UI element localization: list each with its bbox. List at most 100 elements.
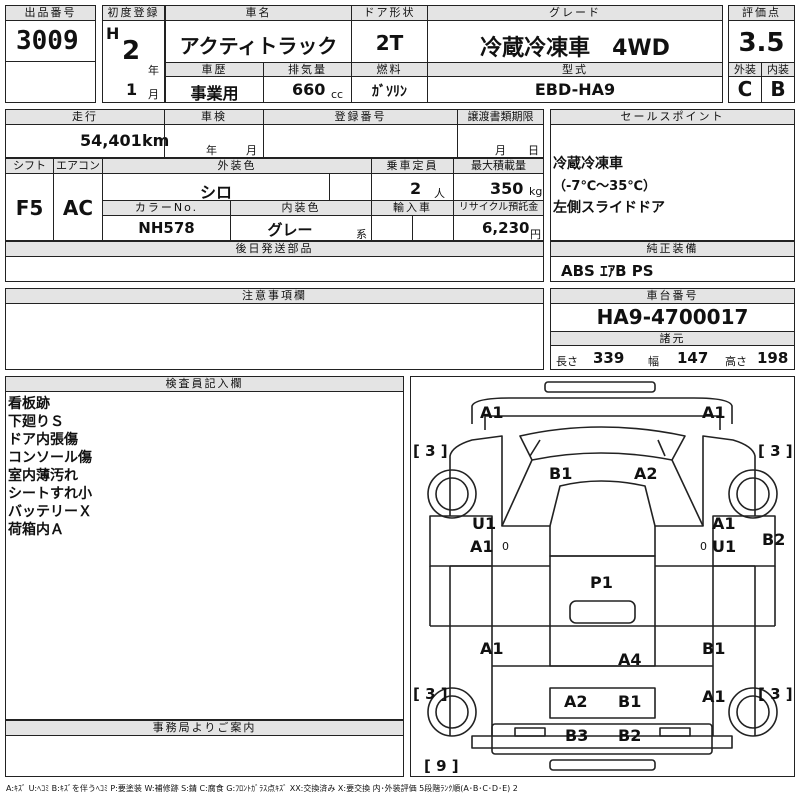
equipment-label: 純正装備 — [550, 241, 795, 257]
displacement-unit: cc — [331, 88, 344, 101]
rear-plate-2 — [659, 727, 691, 737]
int-color-label: 内装色 — [230, 200, 372, 216]
ac-value: AC — [62, 196, 94, 220]
recycle-value: 6,230 — [482, 219, 530, 237]
car-name: アクティトラック — [179, 34, 338, 58]
sales-cell — [550, 124, 795, 241]
mark-rear-left: A1 — [480, 639, 504, 658]
inspector-line: シートすれ小 — [8, 486, 92, 502]
mileage-unit: km — [142, 131, 170, 150]
fuel-label: 燃料 — [351, 62, 428, 77]
cab-roof — [501, 459, 704, 527]
ac-label: エアコン — [53, 158, 103, 174]
mileage-value: 54,401 — [80, 131, 142, 150]
specs-cell — [550, 345, 795, 370]
month-unit: 月 — [148, 88, 159, 101]
capacity-label: 乗車定員 — [371, 158, 454, 174]
later-parts-label: 後日発送部品 — [5, 241, 544, 257]
displacement-label: 排気量 — [263, 62, 352, 77]
grade-value: 冷蔵冷凍車 4WD — [480, 36, 670, 61]
rear-plate — [514, 727, 546, 737]
int-color-unit: 系 — [356, 228, 367, 241]
model-value: EBD-HA9 — [534, 80, 616, 99]
inspector-line: バッテリーＸ — [8, 504, 92, 520]
bracket-front-left: [ 3 ] — [413, 442, 448, 460]
mark-bumper-b3: B3 — [565, 726, 589, 745]
lot-number: 3009 — [16, 26, 79, 56]
interior-grade: B — [770, 77, 786, 101]
color-no-label: カラーNo. — [102, 200, 231, 216]
rear-bumper — [491, 723, 713, 755]
inspector-line: 室内薄汚れ — [8, 468, 78, 484]
interior-cell — [761, 76, 795, 103]
inspection-year-unit: 年 — [206, 144, 217, 157]
exterior-grade: C — [737, 77, 753, 101]
mark-rear-right-b: B1 — [702, 639, 726, 658]
notes-cell — [5, 303, 544, 370]
mark-right-door-a: A1 — [712, 514, 736, 533]
rear-bumper-strip — [549, 759, 656, 771]
sales-line-3: 左側スライドドア — [553, 200, 665, 216]
mark-rear-right-a: A1 — [702, 687, 726, 706]
inspection-label: 車検 — [164, 109, 264, 125]
load-unit: kg — [529, 185, 543, 198]
inspector-line: 看板跡 — [8, 396, 50, 412]
office-label: 事務局よりご案内 — [5, 720, 404, 736]
model-cell — [427, 76, 723, 103]
diagram-frame — [410, 376, 795, 777]
mark-rear-center: A4 — [618, 650, 642, 669]
inspector-notes: 看板跡 下廻りＳ ドア内張傷 コンソール傷 室内薄汚れ シートすれ小 バッテリー… — [8, 395, 92, 539]
mark-pillar-right: 0 — [700, 540, 707, 553]
recycle-unit: 円 — [530, 228, 541, 241]
score-value: 3.5 — [738, 28, 785, 58]
rear-left-wheel — [427, 687, 477, 737]
score-label: 評価点 — [728, 5, 795, 21]
height-value: 198 — [757, 349, 789, 367]
length-label: 長さ — [556, 355, 578, 368]
mark-bed: P1 — [590, 573, 613, 592]
recycle-cell — [453, 215, 544, 241]
cab-back — [549, 526, 656, 557]
bed-rails — [429, 566, 776, 626]
load-label: 最大積載量 — [453, 158, 544, 174]
transfer-label: 譲渡書類期限 — [457, 109, 544, 125]
tail-panel — [549, 687, 656, 719]
import-label: 輸入車 — [371, 200, 454, 216]
model-label: 型式 — [427, 62, 723, 77]
roof-lines — [529, 439, 666, 457]
bracket-rear-right: [ 3 ] — [758, 685, 793, 703]
inspector-line: コンソール傷 — [8, 450, 92, 466]
inspector-line: ドア内張傷 — [8, 432, 78, 448]
front-bumper-strip — [544, 381, 656, 393]
exterior-label: 外装 — [728, 62, 762, 77]
front-left-wheel — [427, 469, 477, 519]
displacement-value: 660 — [292, 80, 326, 99]
capacity-unit: 人 — [434, 187, 445, 200]
first-reg-label: 初度登録 — [102, 5, 165, 21]
mileage-label: 走行 — [5, 109, 165, 125]
fuel-type: ｶﾞｿﾘﾝ — [372, 84, 407, 100]
ext-color-value: シロ — [199, 183, 232, 202]
shift-value: F5 — [15, 196, 44, 220]
grade-label: グレード — [427, 5, 723, 21]
ext-color-extra — [329, 173, 372, 201]
left-cab — [449, 435, 503, 526]
ext-color-label: 外装色 — [102, 158, 372, 174]
transfer-month-unit: 月 — [495, 144, 506, 157]
shift-label: シフト — [5, 158, 54, 174]
bracket-spare: [ 9 ] — [424, 757, 459, 775]
mark-hood-right: A2 — [634, 464, 658, 483]
year-unit: 年 — [148, 64, 159, 77]
mark-front-right: A1 — [702, 403, 726, 422]
bed-right — [712, 566, 756, 736]
later-parts-cell — [5, 256, 544, 282]
mark-bumper-b2: B2 — [618, 726, 642, 745]
import-cell-2 — [412, 215, 454, 241]
length-value: 339 — [593, 349, 625, 367]
width-value: 147 — [677, 349, 709, 367]
equipment-value: ABS ｴｱB PS — [561, 262, 654, 280]
equipment-cell — [550, 256, 795, 282]
mark-right-door-u: U1 — [712, 537, 737, 556]
mark-left-door-u: U1 — [472, 514, 497, 533]
office-cell — [5, 735, 404, 777]
